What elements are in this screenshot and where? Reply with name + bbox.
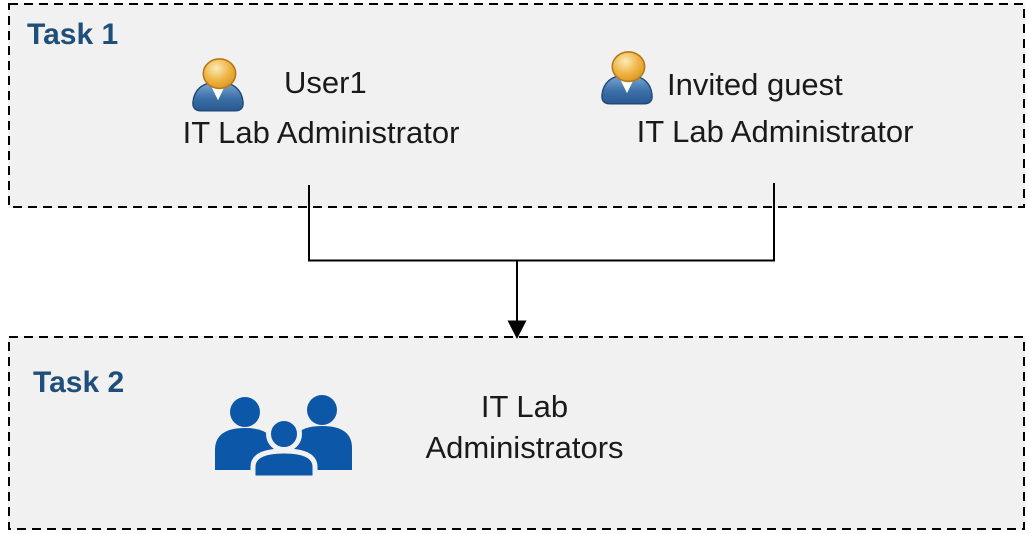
task1-title: Task 1 [27, 18, 119, 51]
task1-box [8, 3, 1025, 208]
user-group-icon [215, 395, 352, 478]
group-label-line1: IT Lab [480, 389, 569, 424]
task2-title: Task 2 [33, 366, 125, 399]
user-icon [601, 51, 653, 105]
person-role: IT Lab Administrator [182, 115, 460, 150]
person-name: Invited guest [667, 67, 843, 102]
user-icon [192, 58, 244, 112]
person-role: IT Lab Administrator [636, 114, 914, 149]
person-name: User1 [284, 65, 367, 100]
group-label: IT Lab Administrators [394, 386, 655, 468]
group-label-line2: Administrators [425, 430, 624, 465]
